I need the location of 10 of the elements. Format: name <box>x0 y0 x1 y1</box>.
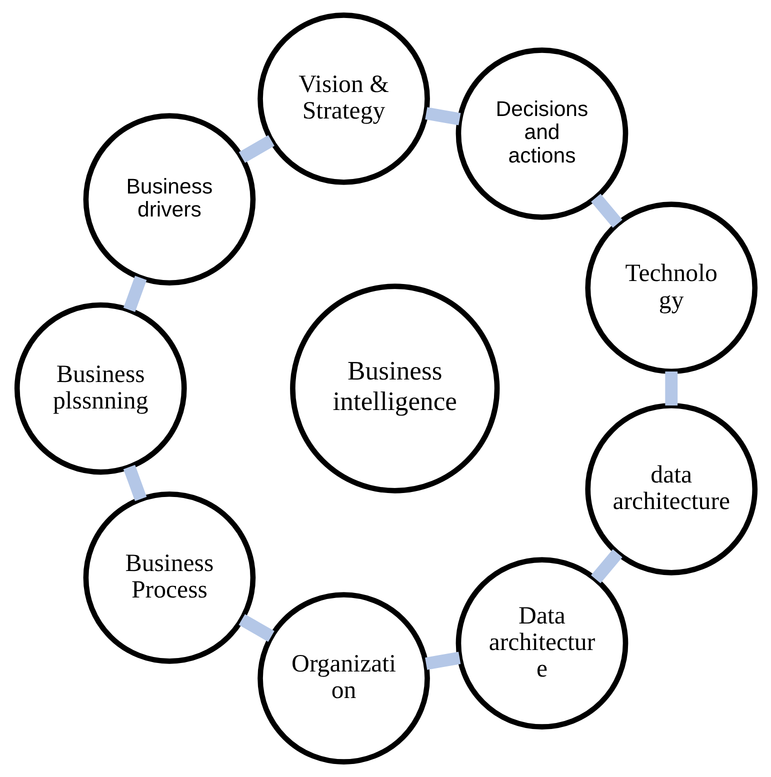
node-circle: Business plssnning <box>14 302 186 475</box>
node-circle: data architecture <box>584 402 758 576</box>
node-circle: Business Process <box>82 491 256 664</box>
node-circle: Organizati on <box>257 592 430 764</box>
node-circle: Data architectur e <box>455 557 628 730</box>
node-circle: Business intelligence <box>290 284 500 494</box>
node-circle: Vision & Strategy <box>257 12 430 185</box>
node-circle: Decisions and actions <box>455 47 628 220</box>
node-circle: Business drivers <box>82 113 256 286</box>
node-circle: Technolo gy <box>584 202 758 374</box>
